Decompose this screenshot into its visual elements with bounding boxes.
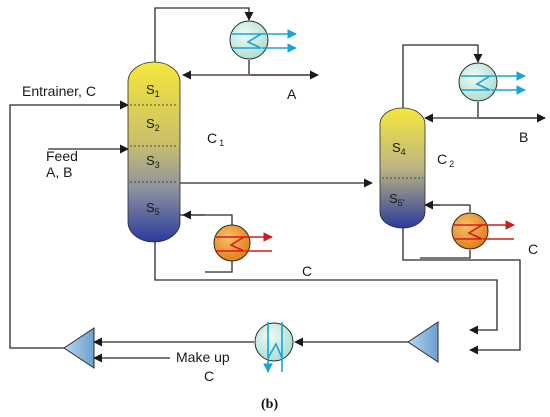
feed-components-label: A, B <box>46 164 72 180</box>
column-c1-body <box>127 61 181 243</box>
column-c1[interactable]: S1 S2 S3 S5 <box>127 61 181 243</box>
heat-exchanger-icon[interactable] <box>254 322 294 373</box>
mixer-icon[interactable] <box>63 327 95 369</box>
mixer-outlet-line <box>9 340 64 349</box>
makeup-label: Make up <box>176 349 230 365</box>
recycle-c2-label: C <box>528 241 538 257</box>
c1-section-s2: S2 <box>146 116 160 133</box>
entrainer-line <box>9 100 129 340</box>
pipes <box>9 7 546 363</box>
c2-section-s5prime: S5' <box>389 191 405 208</box>
column-c2[interactable]: S4 S5' <box>379 107 426 229</box>
entrainer-label: Entrainer, C <box>22 83 96 99</box>
figure-caption: (b) <box>261 397 278 412</box>
condenser-icon[interactable] <box>229 20 297 60</box>
c1-bottoms-line <box>154 240 498 335</box>
c2-bottoms-line <box>402 228 521 355</box>
product-a-label: A <box>287 86 297 102</box>
feed-label: Feed <box>46 148 78 164</box>
c2-vapour-line <box>402 44 483 110</box>
c2-section-s4: S4 <box>392 140 406 157</box>
condenser-icon[interactable] <box>458 62 526 102</box>
column-c2-body <box>379 107 426 229</box>
c1-section-s5: S5 <box>146 200 160 217</box>
makeup-component-label: C <box>204 368 214 384</box>
c1-section-s3: S3 <box>146 153 160 170</box>
c1-vapour-line <box>154 7 254 63</box>
splitter-icon[interactable] <box>407 321 439 363</box>
reboiler-icon[interactable] <box>213 224 273 262</box>
recycle-c1-label: C <box>302 263 312 279</box>
c1-section-s1: S1 <box>146 82 160 99</box>
product-b-label: B <box>519 129 528 145</box>
reboiler-icon[interactable] <box>451 212 515 250</box>
